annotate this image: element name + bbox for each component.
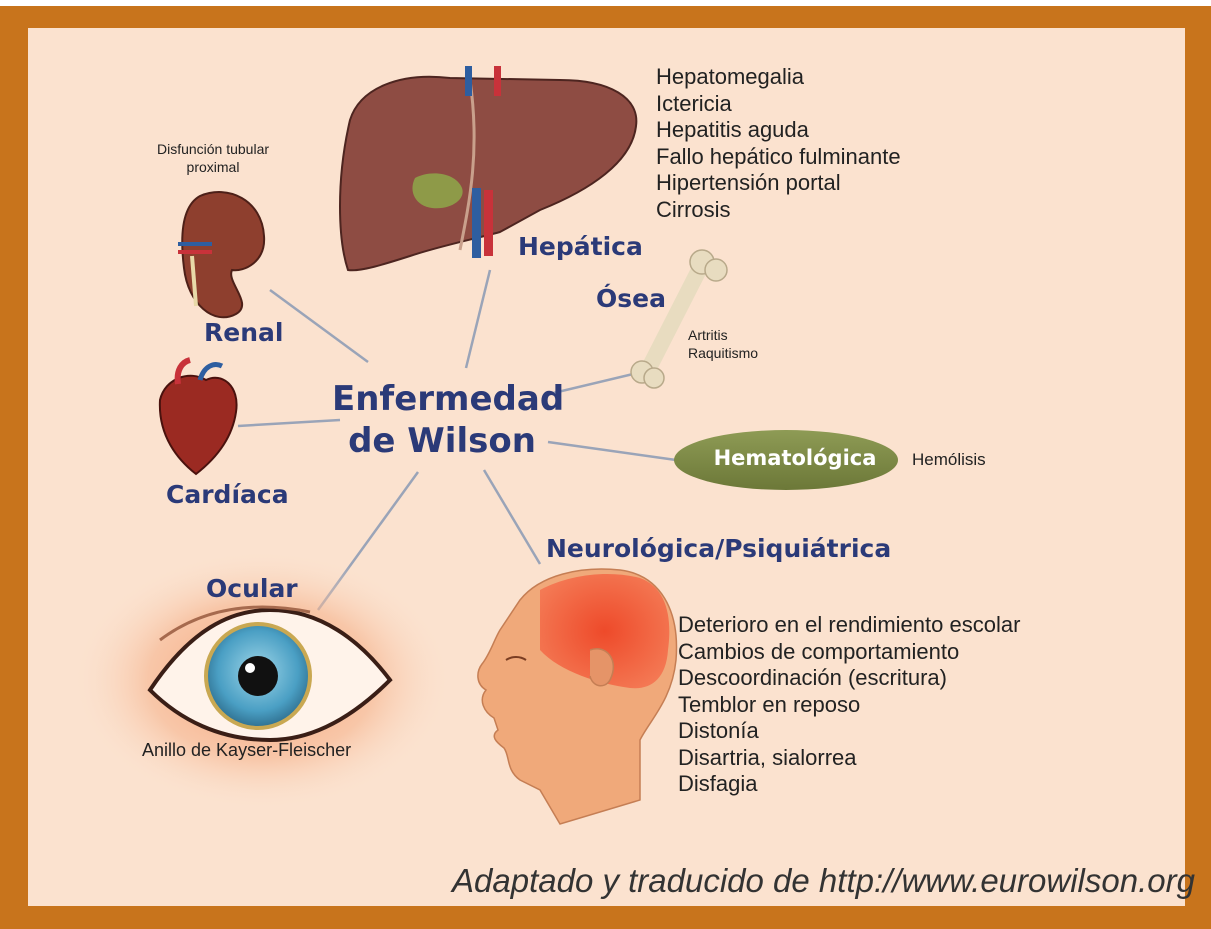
ocular-heading: Ocular	[206, 574, 298, 603]
hepatica-heading: Hepática	[518, 232, 643, 261]
list-item: proximal	[138, 158, 288, 176]
cardiaca-heading: Cardíaca	[166, 480, 289, 509]
list-item: Deterioro en el rendimiento escolar	[678, 612, 1020, 639]
list-item: Distonía	[678, 718, 1020, 745]
list-item: Disfunción tubular	[138, 140, 288, 158]
source-credit: Adaptado y traducido de http://www.eurow…	[452, 862, 1195, 900]
list-item: Cambios de comportamiento	[678, 639, 1020, 666]
hepatica-symptom-list: Hepatomegalia Ictericia Hepatitis aguda …	[656, 64, 901, 223]
list-item: Cirrosis	[656, 197, 901, 224]
bone-illustration	[631, 250, 727, 388]
heart-illustration	[160, 360, 237, 474]
renal-symptom-list: Disfunción tubular proximal	[138, 140, 288, 176]
list-item: Fallo hepático fulminante	[656, 144, 901, 171]
head-illustration	[478, 569, 677, 824]
osea-heading: Ósea	[596, 284, 666, 313]
list-item: Disfagia	[678, 771, 1020, 798]
hematologica-symptom: Hemólisis	[912, 450, 986, 470]
list-item: Hepatomegalia	[656, 64, 901, 91]
neuro-heading: Neurológica/Psiquiátrica	[546, 534, 891, 563]
kidney-illustration	[178, 192, 264, 317]
ocular-symptom: Anillo de Kayser-Fleischer	[142, 740, 351, 761]
list-item: Hipertensión portal	[656, 170, 901, 197]
neuro-symptom-list: Deterioro en el rendimiento escolar Camb…	[678, 612, 1020, 798]
list-item: Descoordinación (escritura)	[678, 665, 1020, 692]
osea-symptom-list: Artritis Raquitismo	[688, 326, 758, 362]
list-item: Temblor en reposo	[678, 692, 1020, 719]
center-title-line1: Enfermedad	[332, 378, 552, 420]
hematologica-heading: Hematológica	[690, 446, 900, 470]
list-item: Artritis	[688, 326, 758, 344]
list-item: Ictericia	[656, 91, 901, 118]
list-item: Disartria, sialorrea	[678, 745, 1020, 772]
list-item: Raquitismo	[688, 344, 758, 362]
renal-heading: Renal	[204, 318, 283, 347]
list-item: Hepatitis aguda	[656, 117, 901, 144]
center-title: Enfermedad de Wilson	[332, 378, 552, 462]
center-title-line2: de Wilson	[332, 420, 552, 462]
